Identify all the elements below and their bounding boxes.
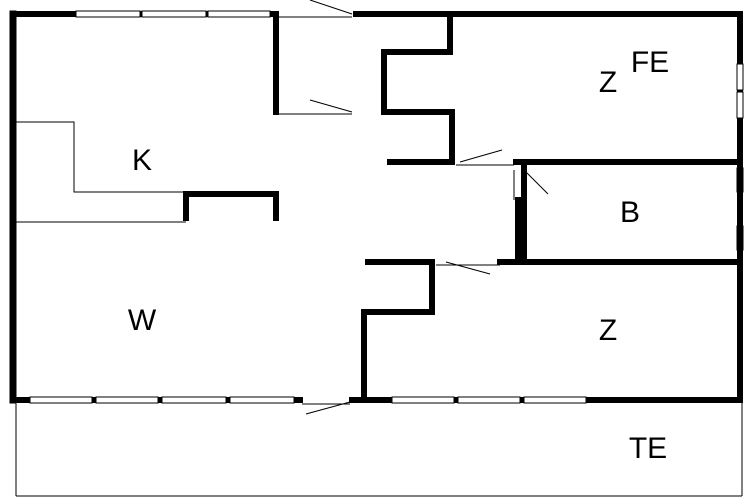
kitchen-island-stub (183, 191, 279, 221)
label-terrace: TE (629, 432, 667, 465)
hall-step-wall (381, 11, 453, 115)
closet-door-leaf (309, 99, 353, 113)
corridor-wall-upper (381, 109, 455, 165)
window-right-2 (736, 91, 744, 119)
hall-walls (273, 11, 455, 165)
window-bottom-4 (229, 396, 295, 404)
window-top-3 (207, 10, 271, 18)
label-kitchen: K (132, 144, 152, 177)
entrance-door (276, 0, 353, 18)
window-bottom-5 (391, 396, 455, 404)
bedroom-bottom-left-wall (361, 259, 435, 403)
bottom-windows (29, 396, 587, 404)
window-bottom-1 (29, 396, 93, 404)
label-bedroom-bottom: Z (599, 314, 617, 347)
bedroom-bottom-walls (361, 259, 743, 403)
kitchen-counter-outline (16, 121, 186, 193)
window-top-2 (141, 10, 207, 18)
bathroom-door-leaf (525, 171, 549, 195)
bedroom-top-door-leaf (459, 149, 503, 163)
entrance-door-leaf (309, 0, 353, 15)
label-bedroom-top-extra: FE (631, 46, 669, 79)
window-right-1 (736, 63, 744, 91)
kitchen-counter (16, 121, 279, 223)
window-bottom-3 (161, 396, 227, 404)
window-top-1 (75, 10, 141, 18)
terrace (15, 401, 743, 497)
window-bottom-7 (523, 396, 587, 404)
room-labels: K W Z FE B Z TE (128, 46, 669, 465)
label-bedroom-top: Z (599, 66, 617, 99)
top-windows (75, 10, 271, 18)
window-bottom-2 (95, 396, 159, 404)
label-bathroom: B (620, 196, 640, 229)
label-living: W (128, 304, 157, 337)
window-bottom-6 (457, 396, 521, 404)
bedroom-bottom-door-leaf (445, 261, 491, 275)
